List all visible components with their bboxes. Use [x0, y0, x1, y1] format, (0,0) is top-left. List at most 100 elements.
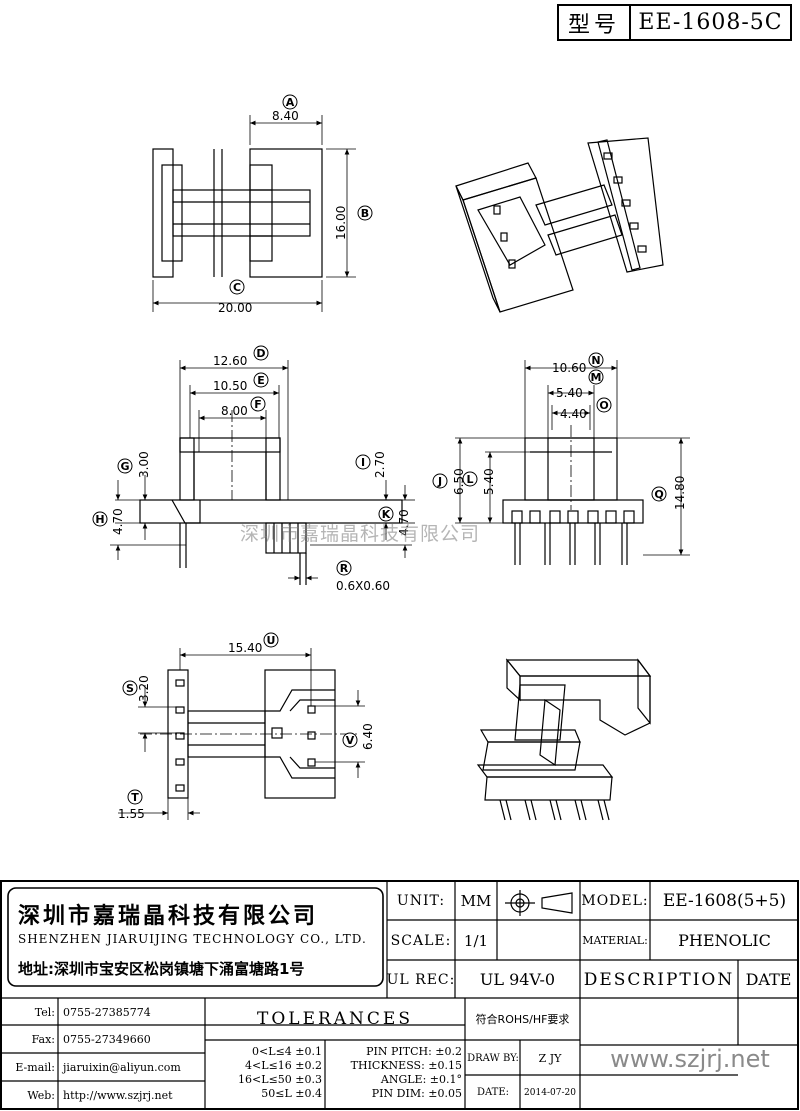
tag-v: V [342, 732, 358, 748]
dim-m-value: 5.40 [556, 386, 583, 400]
tag-a: A [282, 94, 298, 110]
model-value: EE-1608(5+5) [662, 890, 787, 911]
svg-text:M: M [591, 371, 602, 384]
tag-e: E [253, 372, 269, 388]
dim-r-value: 0.6X0.60 [336, 579, 390, 593]
material-value: PHENOLIC [678, 931, 771, 950]
tolerance-row: 16<L≤50 ±0.3 [238, 1073, 322, 1086]
top-view [152, 115, 356, 312]
svg-text:N: N [591, 354, 600, 367]
tag-r: R [336, 560, 352, 576]
tag-i: I [355, 454, 371, 470]
tag-f: F [250, 396, 266, 412]
tag-b: B [357, 205, 373, 221]
svg-text:T: T [131, 791, 139, 804]
dim-q-value: 14.80 [673, 476, 687, 510]
tag-o: O [596, 397, 612, 413]
scale-value: 1/1 [463, 931, 489, 950]
tel-value: 0755-27385774 [63, 1005, 151, 1019]
svg-text:F: F [254, 398, 262, 411]
svg-text:E: E [257, 374, 265, 387]
tolerances-title: TOLERANCES [257, 1009, 413, 1029]
svg-text:U: U [267, 634, 276, 647]
svg-text:K: K [382, 508, 391, 521]
dim-s-value: 3.20 [137, 675, 151, 702]
svg-text:G: G [120, 460, 129, 473]
tolerance-specs: PIN PITCH: ±0.2 THICKNESS: ±0.15 ANGLE: … [328, 1045, 462, 1101]
tag-d: D [253, 345, 269, 361]
ul-rec-value: UL 94V-0 [479, 970, 556, 989]
web-value[interactable]: http://www.szjrj.net [63, 1089, 173, 1102]
tag-q: Q [651, 486, 667, 502]
svg-text:I: I [361, 456, 365, 469]
tag-h: H [92, 511, 108, 527]
dim-f-value: 8.00 [221, 404, 248, 418]
model-title-value: EE-1608-5C [638, 10, 783, 35]
tel-label: Tel: [34, 1005, 55, 1019]
bottom-view [118, 648, 365, 820]
tag-m: M [588, 369, 604, 385]
dim-u-value: 15.40 [228, 641, 262, 655]
dim-a-value: 8.40 [272, 109, 299, 123]
tolerance-spec-row: THICKNESS: ±0.15 [350, 1059, 462, 1072]
technical-drawing: 8.40 16.00 20.00 12.60 10.50 8.00 3.00 4… [92, 94, 690, 821]
tolerance-spec-row: ANGLE: ±0.1° [380, 1073, 462, 1086]
svg-text:A: A [286, 96, 295, 109]
svg-text:H: H [95, 513, 104, 526]
tag-l: L [462, 471, 478, 487]
model-label: MODEL: [581, 892, 649, 909]
email-label: E-mail: [15, 1061, 55, 1074]
watermark: 深圳市嘉瑞晶科技有限公司 [240, 523, 481, 545]
company-name-en: SHENZHEN JIARUIJING TECHNOLOGY CO., LTD. [18, 932, 367, 946]
tolerance-ranges: 0<L≤4 ±0.1 4<L≤16 ±0.2 16<L≤50 ±0.3 50≤L… [210, 1045, 322, 1101]
svg-text:D: D [256, 347, 265, 360]
unit-label: UNIT: [396, 892, 446, 909]
svg-text:L: L [466, 473, 473, 486]
front-view [110, 360, 415, 585]
dim-g-value: 3.00 [137, 451, 151, 478]
company-name-cn: 深圳市嘉瑞晶科技有限公司 [18, 904, 319, 929]
draw-by-value: Z JY [538, 1051, 562, 1065]
date-label: DATE: [476, 1087, 510, 1098]
tolerance-row: 4<L≤16 ±0.2 [245, 1059, 322, 1072]
tag-j: J [432, 473, 448, 489]
svg-text:Q: Q [654, 488, 663, 501]
email-value[interactable]: jiaruixin@aliyun.com [63, 1061, 181, 1074]
dim-c-value: 20.00 [218, 301, 252, 315]
description-header: DESCRIPTION [583, 969, 735, 990]
dim-d-value: 12.60 [213, 354, 247, 368]
dim-i-value: 2.70 [373, 451, 387, 478]
svg-text:R: R [340, 562, 349, 575]
dim-o-value: 4.40 [560, 407, 587, 421]
tag-c: C [229, 279, 245, 295]
iso-view-top [455, 137, 664, 313]
site-url[interactable]: www.szjrj.net [610, 1045, 770, 1073]
draw-by-label: DRAW BY: [467, 1052, 519, 1064]
date-header: DATE [745, 970, 792, 989]
dim-n-value: 10.60 [552, 361, 586, 375]
svg-text:B: B [361, 207, 369, 220]
date-value: 2014-07-20 [524, 1087, 576, 1098]
scale-label: SCALE: [390, 932, 452, 949]
dim-b-value: 16.00 [334, 206, 348, 240]
dim-j-value: 6.50 [452, 468, 466, 495]
svg-text:C: C [233, 281, 241, 294]
dim-v-value: 6.40 [361, 723, 375, 750]
dim-t-value: 1.55 [118, 807, 145, 821]
tag-g: G [117, 458, 133, 474]
tolerance-row: 0<L≤4 ±0.1 [252, 1045, 322, 1058]
dim-l-value: 5.40 [482, 468, 496, 495]
ul-rec-label: UL REC: [386, 971, 456, 988]
tag-t: T [127, 789, 143, 805]
side-view [455, 360, 690, 565]
svg-text:V: V [346, 734, 355, 747]
tolerance-spec-row: PIN PITCH: ±0.2 [366, 1045, 462, 1058]
tolerance-spec-row: PIN DIM: ±0.05 [371, 1087, 462, 1100]
svg-text:J: J [437, 475, 442, 488]
unit-value: MM [460, 891, 492, 910]
tag-s: S [122, 680, 138, 696]
tag-k: K [378, 506, 394, 522]
svg-text:S: S [126, 682, 134, 695]
rohs-note: 符合ROHS/HF要求 [475, 1013, 570, 1026]
dim-e-value: 10.50 [213, 379, 247, 393]
